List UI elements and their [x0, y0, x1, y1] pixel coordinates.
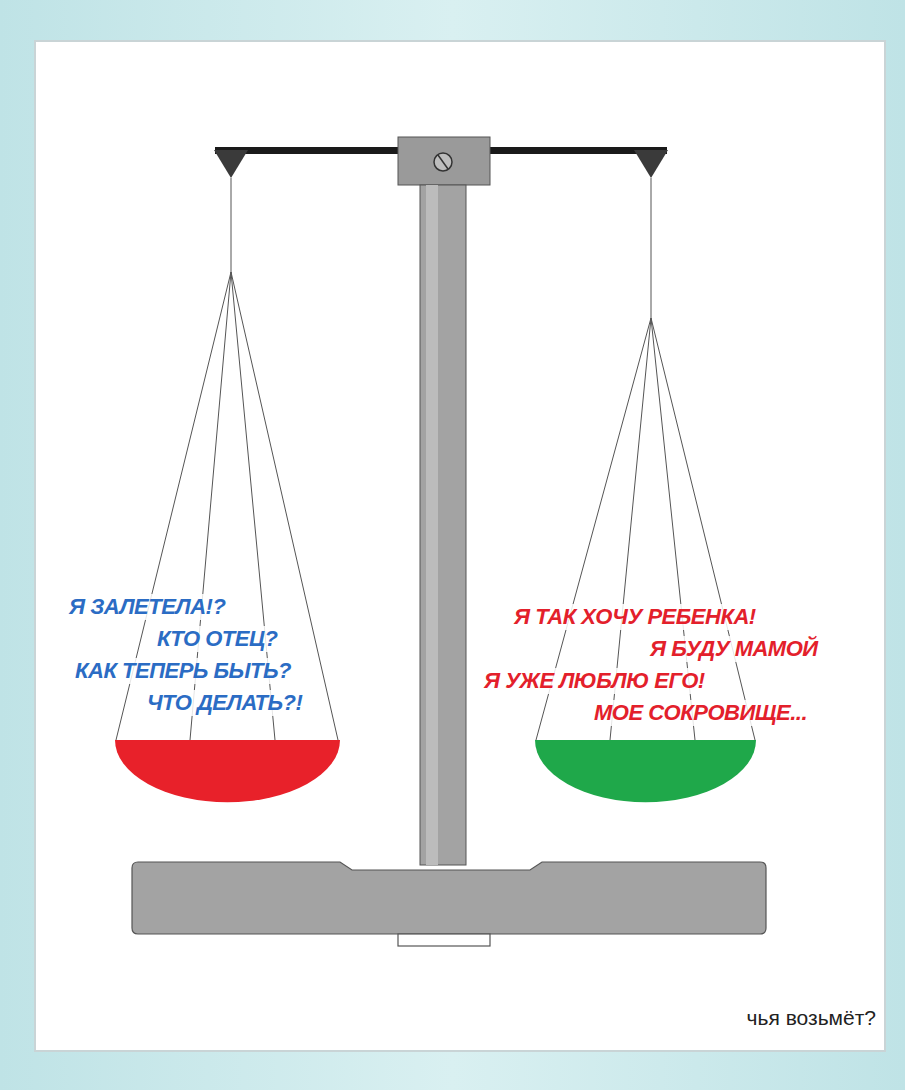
- scale-pan: Я ТАК ХОЧУ РЕБЕНКА! Я БУДУ МАМОЙ Я УЖЕ ЛЮБ…: [470, 598, 890, 806]
- pan-phrase: Я ТАК ХОЧУ РЕБЕНКА!: [512, 604, 758, 630]
- pan-phrase: МОЕ СОКРОВИЩЕ...: [592, 700, 809, 726]
- pan-phrase: Я УЖЕ ЛЮБЛЮ ЕГО!: [482, 668, 707, 694]
- caption: чья возьмёт?: [747, 1006, 876, 1030]
- pan-phrase: ЧТО ДЕЛАТЬ?!: [145, 690, 304, 716]
- pan-phrase: Я БУДУ МАМОЙ: [648, 636, 820, 662]
- pan-phrase: Я ЗАЛЕТЕЛА!?: [67, 594, 227, 620]
- pan-phrase: КТО ОТЕЦ?: [155, 626, 279, 652]
- scale-pan: Я ЗАЛЕТЕЛА!? КТО ОТЕЦ? КАК ТЕПЕРЬ БЫТЬ? ЧТО…: [55, 588, 415, 806]
- pan-phrase: КАК ТЕПЕРЬ БЫТЬ?: [73, 658, 293, 684]
